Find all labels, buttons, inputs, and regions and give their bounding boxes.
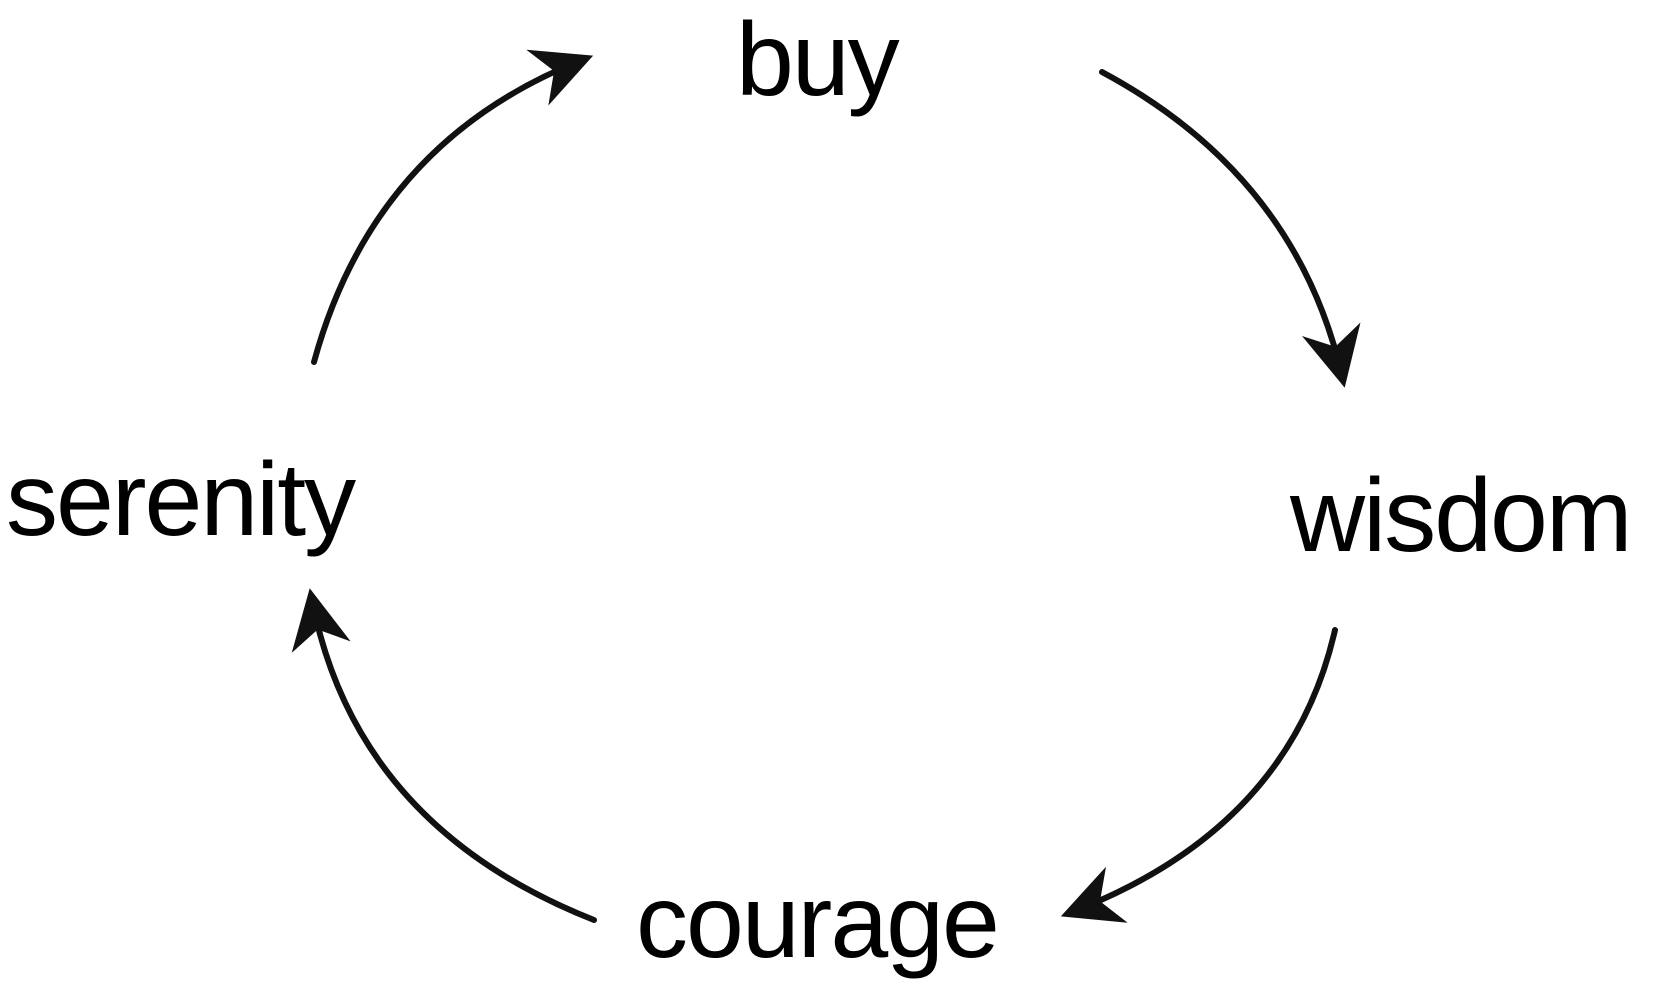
arrow-buy-to-wisdom <box>1099 69 1361 388</box>
arrow-serenity-to-buy <box>311 49 594 365</box>
arrow-courage-to-serenity <box>291 588 597 923</box>
node-buy: buy <box>736 2 900 118</box>
node-wisdom: wisdom <box>1290 458 1633 574</box>
node-courage: courage <box>636 864 1000 980</box>
arrow-wisdom-to-courage <box>1060 627 1338 923</box>
node-serenity: serenity <box>6 442 356 558</box>
